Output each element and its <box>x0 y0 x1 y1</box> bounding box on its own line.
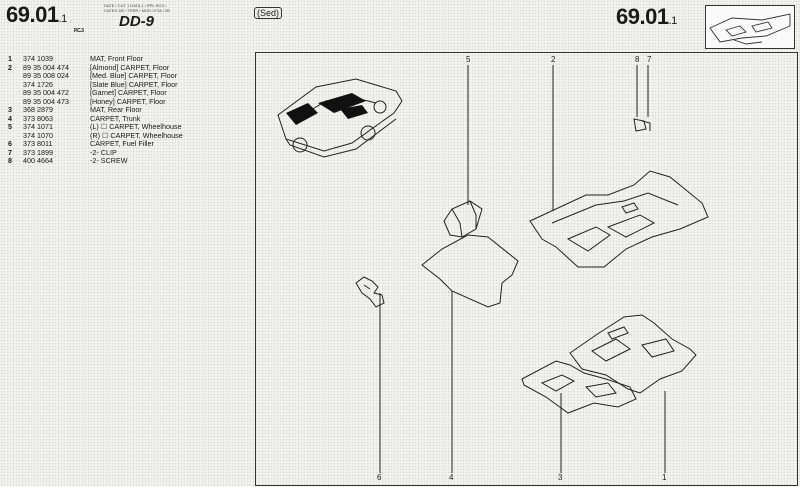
vehicle-thumbnail <box>705 5 795 49</box>
floor-carpet-icon <box>529 170 709 268</box>
section-number: 69.01.1 P.C.3 <box>6 2 84 34</box>
car-carpet-highlight-icon <box>286 93 368 125</box>
callout-5: 5 <box>466 55 471 64</box>
part-number: 374 1726 <box>23 79 53 89</box>
part-description: [Almond] CARPET, Floor <box>90 62 170 72</box>
fuel-filler-carpet-icon <box>355 276 385 308</box>
reference-line: DATE / CUT 1 DATA 1 / RPL RCS / <box>104 3 167 8</box>
parts-list-row: 1 374 1039 MAT, Front Floor <box>8 54 248 64</box>
callout-2: 2 <box>551 55 556 64</box>
section-number-main: 69.01 <box>6 2 59 27</box>
parts-list-row: 2 89 35 004 474 [Almond] CARPET, Floor <box>8 62 248 73</box>
callout-1: 1 <box>662 473 667 482</box>
parts-list-row: 4 373 8063 CARPET, Trunk <box>8 113 248 124</box>
part-description: [Med. Blue] CARPET, Floor <box>90 71 178 80</box>
part-index: 8 <box>8 156 12 165</box>
exploded-diagram: 5 2 8 7 6 4 3 1 <box>255 52 798 486</box>
part-number: 89 35 004 473 <box>23 96 69 106</box>
reference-text: DATE / CUT 1 DATA 1 / RPL RCS / CATEG DE… <box>104 3 204 13</box>
part-description: MAT, Rear Floor <box>90 105 142 114</box>
part-description: CARPET, Trunk <box>90 113 141 123</box>
part-description: (L) ☐ CARPET, Wheelhouse <box>90 122 182 131</box>
callout-3: 3 <box>558 473 563 482</box>
part-index: 7 <box>8 147 12 157</box>
variant-label: (Sed) <box>254 7 283 19</box>
part-description: (R) ☐ CARPET, Wheelhouse <box>90 130 183 140</box>
clip-icon <box>633 118 651 132</box>
part-index: 3 <box>8 105 12 114</box>
part-description: [Honey] CARPET, Floor <box>90 96 166 106</box>
part-description: MAT, Front Floor <box>90 54 143 63</box>
callout-6: 6 <box>377 473 382 482</box>
part-description: [Garnet] CARPET, Floor <box>90 88 167 97</box>
part-index: 4 <box>8 113 12 123</box>
parts-list-row: 6 373 8011 CARPET, Fuel Filler <box>8 139 248 149</box>
parts-panel: 69.01.1 P.C.3 DATE / CUT 1 DATA 1 / RPL … <box>0 0 250 487</box>
wheelhouse-carpet-icon <box>443 200 483 238</box>
section-number-sub: .1 <box>58 13 68 25</box>
floor-mat-thumbnail-icon <box>709 13 791 45</box>
part-number: 89 35 008 024 <box>23 71 69 80</box>
part-number: 373 8063 <box>23 113 53 123</box>
rear-floor-mat-icon <box>521 360 637 414</box>
part-description: CARPET, Fuel Filler <box>90 139 154 148</box>
parts-list-row: 8 400 4664 -2- SCREW <box>8 156 248 166</box>
parts-list-row: 374 1726 [Slate Blue] CARPET, Floor <box>8 79 248 90</box>
part-number: 368 2879 <box>23 105 53 114</box>
section-number-right-main: 69.01 <box>616 4 669 29</box>
part-description: [Slate Blue] CARPET, Floor <box>90 79 178 89</box>
trunk-carpet-icon <box>421 234 519 308</box>
parts-list: 1 374 1039 MAT, Front Floor 2 89 35 004 474 [… <box>8 54 248 166</box>
part-index: 2 <box>8 62 12 72</box>
section-number-right: 69.01.1 <box>616 4 677 30</box>
callout-8: 8 <box>635 55 640 64</box>
callout-7: 7 <box>647 55 652 64</box>
part-number: 374 1071 <box>23 122 53 131</box>
parts-list-row: 5 374 1071 (L) ☐ CARPET, Wheelhouse <box>8 122 248 132</box>
front-floor-mat-icon <box>569 314 697 394</box>
callout-4: 4 <box>449 473 454 482</box>
parts-list-row: 89 35 004 473 [Honey] CARPET, Floor <box>8 96 248 107</box>
part-number: 373 1899 <box>23 147 53 157</box>
parts-list-row: 3 368 2879 MAT, Rear Floor <box>8 105 248 115</box>
part-number: 89 35 004 474 <box>23 62 69 72</box>
model-code: DD-9 <box>119 13 155 30</box>
section-number-right-sub: .1 <box>668 15 678 27</box>
reference-line: CATEG DE / TERR / MOD / ETA / 2B <box>104 8 170 13</box>
parts-list-row: 89 35 008 024 [Med. Blue] CARPET, Floor <box>8 71 248 81</box>
part-description: -2- SCREW <box>90 156 128 165</box>
part-index: 6 <box>8 139 12 148</box>
part-index: 1 <box>8 54 12 63</box>
carpet-assembly-drawing <box>277 65 709 473</box>
parts-list-row: 7 373 1899 -2- CLIP <box>8 147 248 158</box>
part-number: 89 35 004 472 <box>23 88 69 97</box>
part-number: 373 8011 <box>23 139 53 148</box>
part-index: 5 <box>8 122 12 131</box>
part-number: 374 1070 <box>23 130 53 140</box>
part-description: -2- CLIP <box>90 147 117 157</box>
parts-list-row: 374 1070 (R) ☐ CARPET, Wheelhouse <box>8 130 248 141</box>
parts-list-row: 89 35 004 472 [Garnet] CARPET, Floor <box>8 88 248 98</box>
section-sub-note: P.C.3 <box>74 28 84 34</box>
part-number: 400 4664 <box>23 156 53 165</box>
part-number: 374 1039 <box>23 54 53 63</box>
